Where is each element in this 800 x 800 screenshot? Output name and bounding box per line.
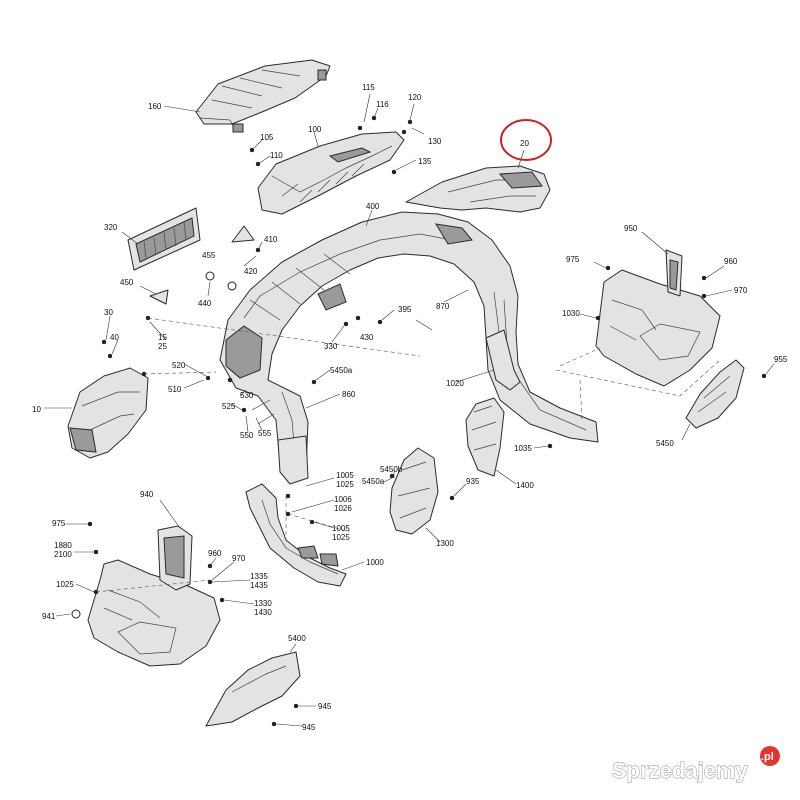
callout-label: 15 [158,333,167,342]
callout-label: 1330 [254,599,272,608]
callout-label: 115 [362,83,375,92]
callout-label: 5450 [656,439,674,448]
callout-label: 1430 [254,608,272,617]
callout-label: 1880 [54,541,72,550]
part-320-grille [127,207,201,271]
callout-label: 960 [208,549,222,558]
callout-label: 455 [202,251,216,260]
callout-label: 1005 [336,471,354,480]
callout-label: 120 [408,93,422,102]
callout-label: 525 [222,402,236,411]
callout-label: 30 [104,308,113,317]
callout-label: 320 [104,223,118,232]
callout-label: 940 [140,490,154,499]
callout-label: 400 [366,202,380,211]
callout-label: 945 [318,702,332,711]
callout-label: 130 [428,137,442,146]
callout-label: 5450b [380,465,403,474]
callout-label: 1020 [446,379,464,388]
callout-label: 520 [172,361,186,370]
callout-label: 870 [436,302,450,311]
assembly-dashed-lines [95,317,721,593]
callout-label: 941 [42,612,56,621]
callout-label: 1025 [336,480,354,489]
callout-label: 975 [566,255,580,264]
callout-label: 530 [240,391,254,400]
callout-label: 420 [244,267,258,276]
callout-label: 110 [270,151,283,160]
callout-label: 395 [398,305,412,314]
callout-label: 970 [232,554,246,563]
watermark: Sprzedajemy .pl [612,746,780,783]
part-450-triangle [149,289,169,305]
part-20-side-panel [405,165,551,213]
callout-labels: 160 115 116 120 130 105 100 110 135 20 3… [32,83,788,732]
callout-label: 1005 [332,524,350,533]
part-455-triangle [231,225,255,243]
part-1400-vertical-panel [465,397,505,477]
callout-label: 1006 [334,495,352,504]
callout-label: 105 [260,133,274,142]
part-950-rear-right-plate [595,249,721,387]
callout-label: 430 [360,333,374,342]
callout-label: 40 [110,333,119,342]
callout-label: 950 [624,224,638,233]
callout-label: 1435 [250,581,268,590]
callout-label: 1025 [332,533,350,542]
callout-label: 100 [308,125,322,134]
watermark-badge-icon [760,746,780,766]
callout-label: 1030 [562,309,580,318]
callout-label: 1025 [56,580,74,589]
callout-label: 410 [264,235,278,244]
callout-label: 5450a [362,477,385,486]
part-1000-running-board [245,483,347,587]
part-1020-side-rail [485,329,521,391]
callout-label: 1400 [516,481,534,490]
callout-label: 510 [168,385,182,394]
callout-label: 25 [158,342,167,351]
callout-label: 1300 [436,539,454,548]
callout-label: 975 [52,519,66,528]
callout-label: 1000 [366,558,384,567]
callout-label: 935 [466,477,480,486]
callout-label: 330 [324,342,338,351]
callout-label: 5450a [330,366,353,375]
part-1300-lower-panel [389,447,439,535]
callout-label-highlighted: 20 [520,139,529,148]
callout-label: 450 [120,278,134,287]
part-400-main-frame [219,211,599,479]
part-100-upper-bracket [257,131,405,215]
callout-label: 960 [724,257,738,266]
callout-label: 1035 [514,444,532,453]
callout-label: 5400 [288,634,306,643]
highlight-ring-part-20 [500,119,552,161]
callout-label: 1026 [334,504,352,513]
callout-label: 160 [148,102,162,111]
callout-label: 440 [198,299,212,308]
part-860-lower-leg [277,435,309,485]
callout-label: 970 [734,286,748,295]
callout-label: 550 [240,431,254,440]
callout-label: 860 [342,390,356,399]
watermark-text: Sprzedajemy [612,758,748,783]
callout-label: 555 [258,429,272,438]
part-5400-lower-bracket [205,651,301,727]
watermark-badge: .pl [761,751,774,763]
part-940-lower-left-plate [87,525,221,667]
callout-label: 1335 [250,572,268,581]
callout-label: 10 [32,405,41,414]
callout-label: 135 [418,157,432,166]
part-5450-right-bracket [685,359,745,429]
part-160-top-cover [195,59,331,133]
callout-label: 955 [774,355,788,364]
callout-label: 945 [302,723,316,732]
part-10-front-left-cover [67,367,149,459]
callout-label: 116 [376,100,389,109]
callout-label: 2100 [54,550,72,559]
